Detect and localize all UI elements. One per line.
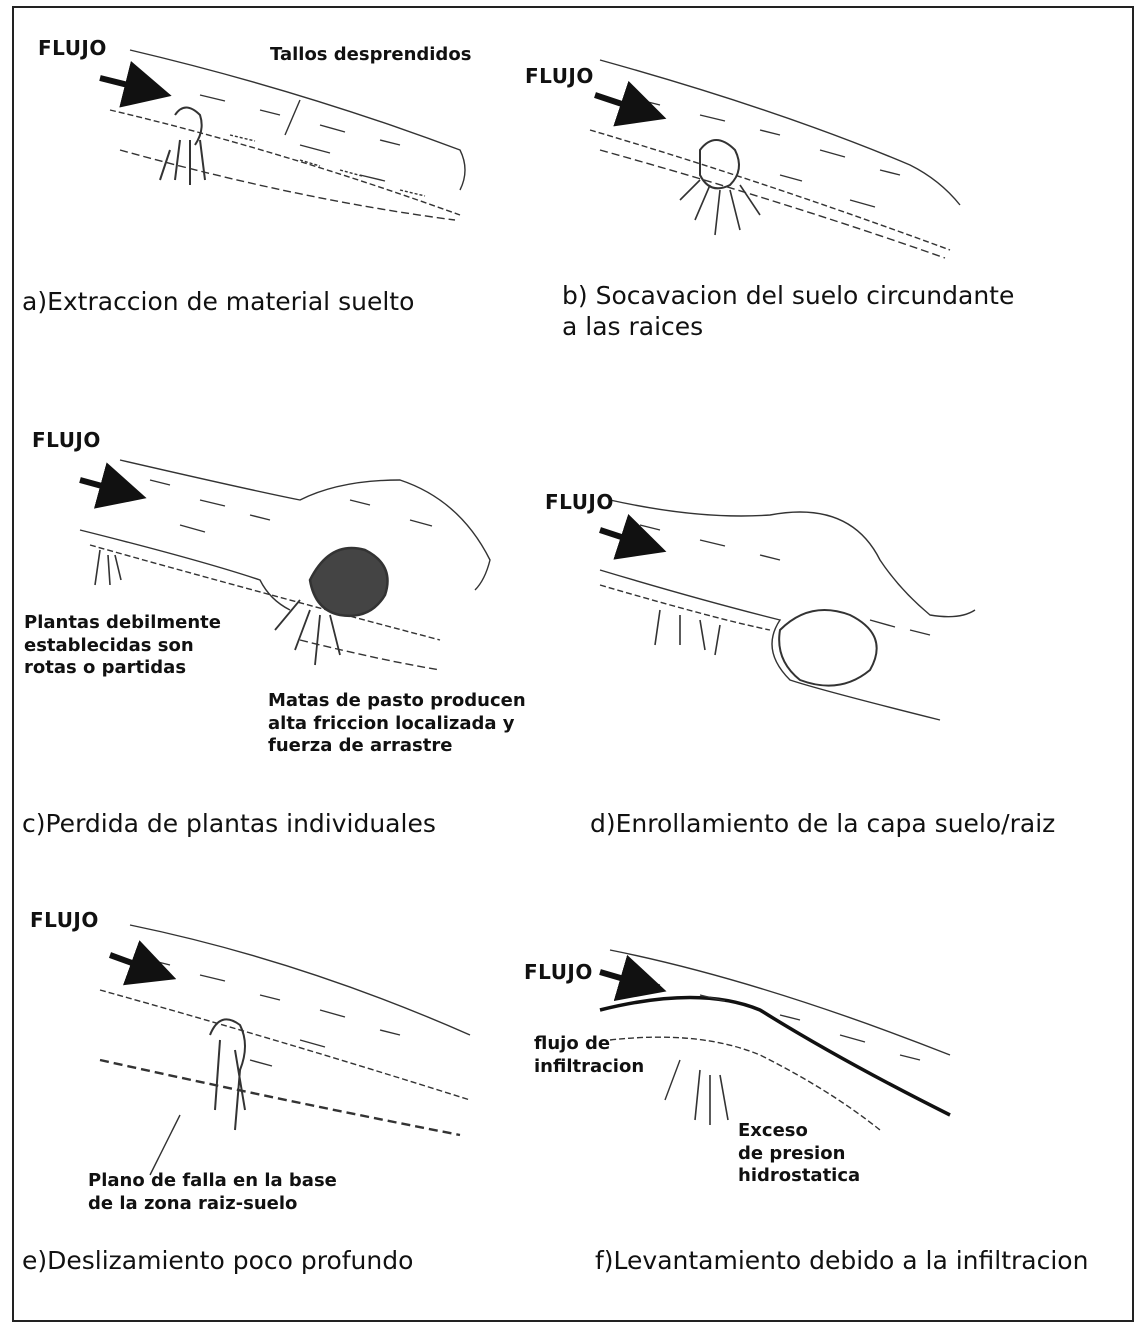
flujo-infiltracion-label: flujo de infiltracion [534, 1033, 644, 1078]
panel-d-flow-arrow [600, 530, 655, 548]
matas-de-pasto-line-2: alta friccion localizada y [268, 713, 526, 736]
panel-a-caption: a)Extraccion de material suelto [22, 286, 414, 317]
panel-e-sketch [100, 925, 470, 1175]
exceso-presion-line-3: hidrostatica [738, 1165, 860, 1188]
panel-f-flujo-label: FLUJO [524, 960, 593, 985]
plantas-debilmente-line-1: Plantas debilmente [24, 612, 221, 635]
matas-de-pasto-label: Matas de pasto producen alta friccion lo… [268, 690, 526, 758]
panel-d-caption: d)Enrollamiento de la capa suelo/raiz [590, 808, 1055, 839]
panel-b-flow-arrow [595, 95, 655, 115]
tallos-desprendidos-label: Tallos desprendidos [270, 44, 471, 67]
panel-e-flow-arrow [110, 955, 165, 975]
panel-b-caption-line-2: a las raices [562, 311, 1014, 342]
panel-f-sketch [600, 950, 950, 1130]
panel-e-flujo-label: FLUJO [30, 908, 99, 933]
panel-a-flow-arrow [100, 78, 160, 93]
exceso-presion-line-2: de presion [738, 1143, 860, 1166]
panel-b-caption-line-1: b) Socavacion del suelo circundante [562, 280, 1014, 311]
exceso-presion-line-1: Exceso [738, 1120, 860, 1143]
panel-c-flujo-label: FLUJO [32, 428, 101, 453]
plantas-debilmente-label: Plantas debilmente establecidas son rota… [24, 612, 221, 680]
plano-de-falla-line-1: Plano de falla en la base [88, 1170, 337, 1193]
exceso-presion-label: Exceso de presion hidrostatica [738, 1120, 860, 1188]
plantas-debilmente-line-3: rotas o partidas [24, 657, 221, 680]
matas-de-pasto-line-1: Matas de pasto producen [268, 690, 526, 713]
plano-de-falla-label: Plano de falla en la base de la zona rai… [88, 1170, 337, 1215]
flujo-infiltracion-line-2: infiltracion [534, 1056, 644, 1079]
panel-b-flujo-label: FLUJO [525, 64, 594, 89]
matas-de-pasto-line-3: fuerza de arrastre [268, 735, 526, 758]
panel-a-sketch [110, 50, 465, 220]
panel-f-caption: f)Levantamiento debido a la infiltracion [595, 1245, 1088, 1276]
panel-a-flujo-label: FLUJO [38, 36, 107, 61]
panel-b-sketch [590, 60, 960, 258]
panel-f-flow-arrow [600, 972, 655, 988]
panel-c-caption: c)Perdida de plantas individuales [22, 808, 436, 839]
panel-d-sketch [600, 500, 975, 720]
flujo-infiltracion-line-1: flujo de [534, 1033, 644, 1056]
plano-de-falla-line-2: de la zona raiz-suelo [88, 1193, 337, 1216]
panel-b-caption: b) Socavacion del suelo circundante a la… [562, 280, 1014, 343]
panel-d-flujo-label: FLUJO [545, 490, 614, 515]
panel-c-flow-arrow [80, 480, 135, 495]
plantas-debilmente-line-2: establecidas son [24, 635, 221, 658]
panel-e-caption: e)Deslizamiento poco profundo [22, 1245, 413, 1276]
